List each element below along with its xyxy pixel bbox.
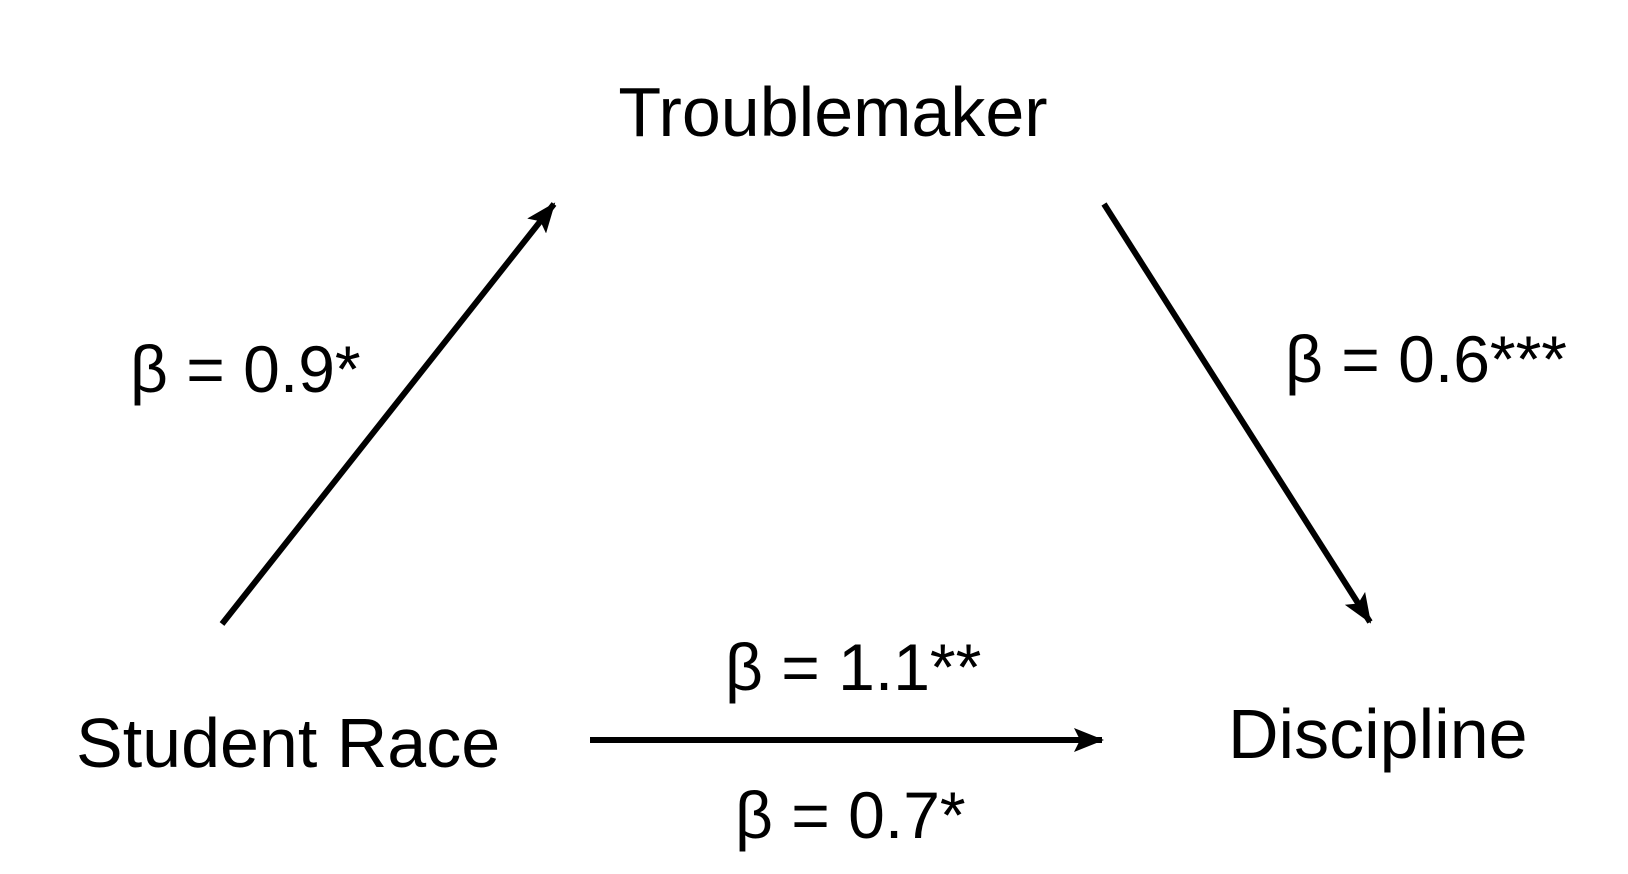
troublemaker-node: Troublemaker	[618, 73, 1047, 151]
coef-race-to-troublemaker: β = 0.9*	[130, 332, 361, 406]
coef-race-to-discipline-total: β = 1.1**	[725, 630, 981, 704]
discipline-node: Discipline	[1228, 695, 1528, 773]
student-race-node: Student Race	[76, 704, 500, 782]
coef-troublemaker-to-discipline: β = 0.6***	[1285, 322, 1567, 396]
coef-race-to-discipline-direct: β = 0.7*	[735, 778, 966, 852]
arrow-race-to-troublemaker	[219, 202, 557, 626]
arrow-troublemaker-to-discipline	[1101, 202, 1373, 624]
